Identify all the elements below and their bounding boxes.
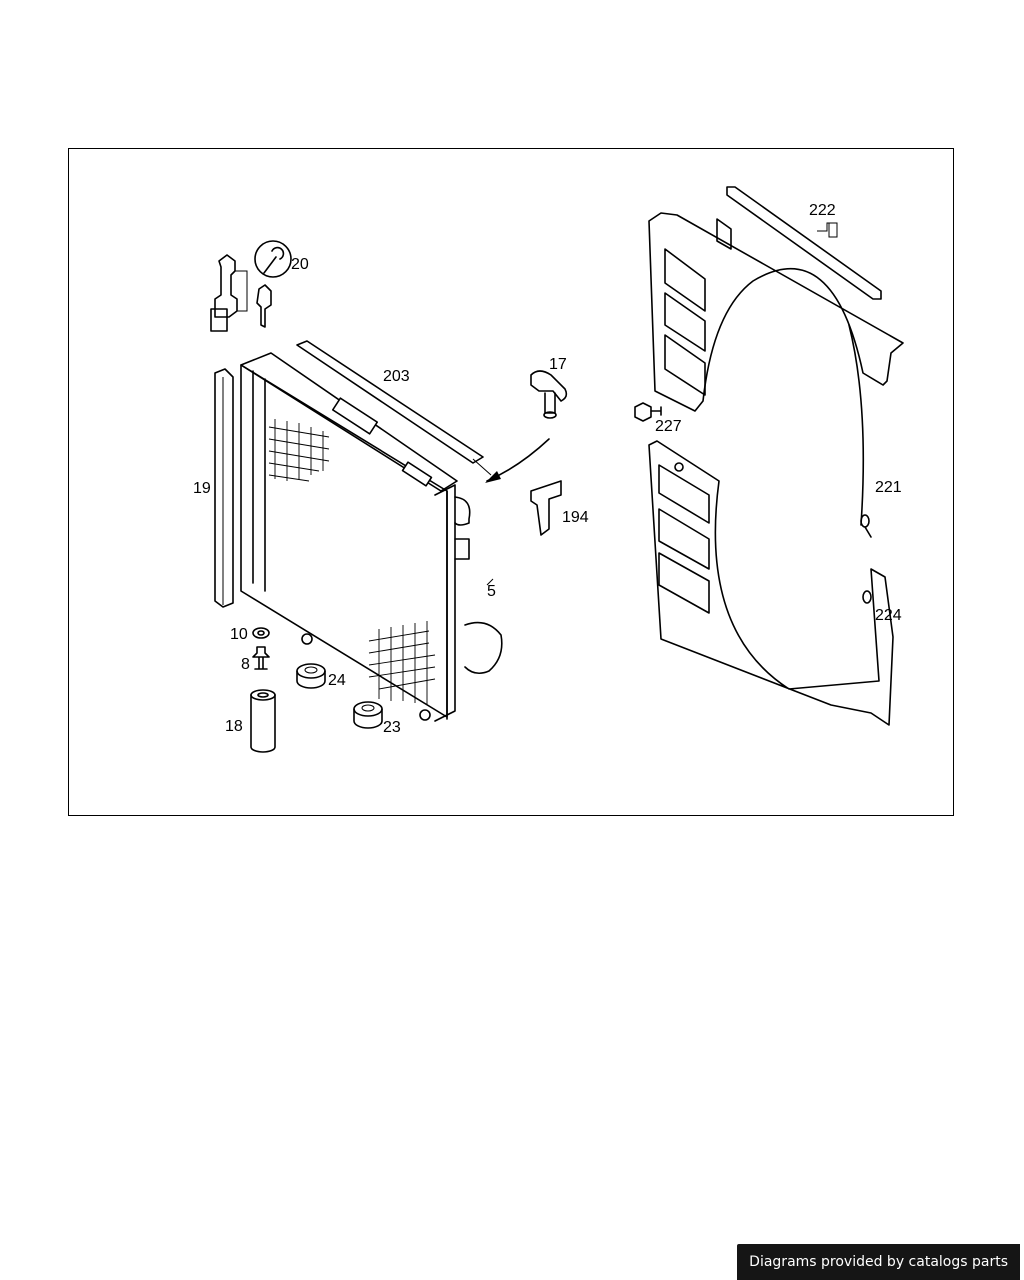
part-18-sleeve [250, 689, 276, 753]
part-10-washer [252, 627, 270, 639]
callout-224: 224 [875, 607, 902, 624]
diagram-credit-badge: Diagrams provided by catalogs parts [737, 1244, 1020, 1280]
callout-18: 18 [225, 718, 243, 735]
callout-194: 194 [562, 509, 589, 526]
callout-203: 203 [383, 368, 410, 385]
part-19-side-seal [214, 368, 234, 608]
connection-arrow [485, 438, 550, 483]
callout-23: 23 [383, 719, 401, 736]
callout-8: 8 [241, 656, 250, 673]
callout-20: 20 [291, 256, 309, 273]
callout-19: 19 [193, 480, 211, 497]
part-23-grommet [353, 701, 383, 729]
part-203-seal-strip [296, 340, 492, 476]
part-222-seal-strip [726, 186, 882, 300]
part-20-clips [210, 254, 272, 332]
leader-lines [486, 578, 494, 586]
part-17-elbow-fitting [530, 370, 568, 419]
part-5-radiator [240, 352, 503, 722]
callout-222: 222 [809, 202, 836, 219]
part-221-upper-shroud [648, 212, 904, 538]
callout-227: 227 [655, 418, 682, 435]
parts-diagram-frame: 20 203 17 19 194 5 10 8 24 18 23 222 227… [68, 148, 954, 816]
wrench-icon [254, 240, 292, 278]
radiator-core-grid [268, 419, 436, 705]
parts-diagram: 20 203 17 19 194 5 10 8 24 18 23 222 227… [193, 186, 904, 753]
part-8-pin [252, 646, 270, 670]
callout-221: 221 [875, 479, 902, 496]
part-224-lower-shroud [648, 440, 894, 726]
part-24-grommet [296, 663, 326, 689]
callout-17: 17 [549, 356, 567, 373]
callout-10: 10 [230, 626, 248, 643]
callout-5: 5 [487, 583, 496, 600]
part-227-bolt [634, 402, 662, 422]
callout-24: 24 [328, 672, 346, 689]
part-194-bracket [530, 480, 562, 536]
